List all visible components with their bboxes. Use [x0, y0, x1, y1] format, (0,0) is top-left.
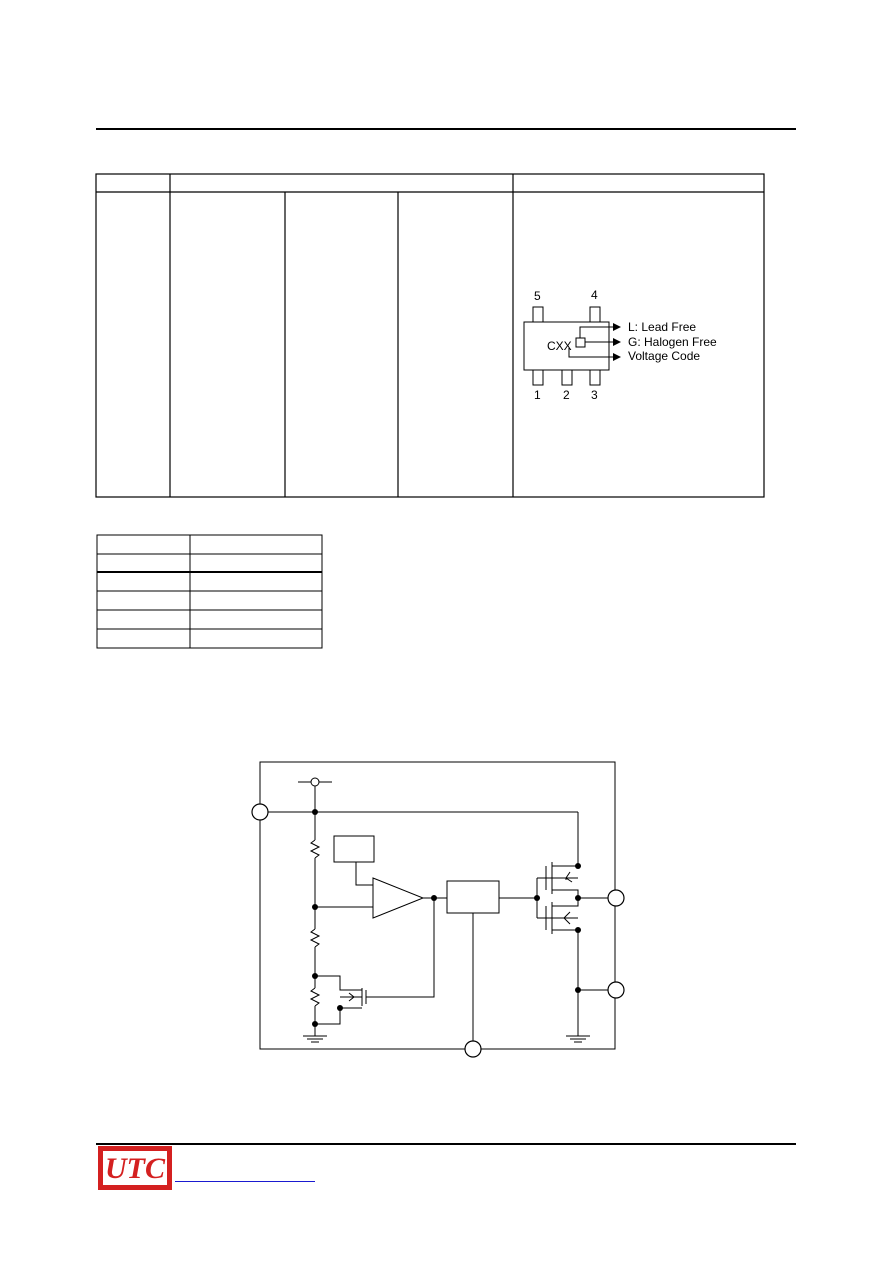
terminal-vin	[251, 803, 269, 821]
utc-logo: UTC	[98, 1146, 172, 1190]
pin-label-2: 2	[563, 388, 570, 402]
pin-label-4: 4	[591, 288, 598, 302]
arrow-head	[613, 338, 621, 346]
terminal-out	[607, 889, 625, 907]
website-link[interactable]	[175, 1181, 315, 1182]
marking-diagram	[523, 306, 621, 386]
header-rule	[96, 128, 796, 130]
pin-label-1: 1	[534, 388, 541, 402]
terminal-bottom	[464, 1040, 482, 1058]
voltage-code-table	[96, 534, 323, 649]
block-diagram	[251, 761, 625, 1058]
lead-free-label: L: Lead Free	[628, 320, 697, 334]
lead-1	[532, 369, 544, 386]
terminal-gnd	[607, 981, 625, 999]
arrow-head	[613, 323, 621, 331]
lead-3	[589, 369, 601, 386]
pin-label-3: 3	[591, 388, 598, 402]
pin-label-5: 5	[534, 289, 541, 303]
comparator	[372, 877, 425, 919]
reference-block	[333, 835, 375, 863]
arrow-head	[613, 353, 621, 361]
footer-rule	[96, 1143, 796, 1145]
table-border	[95, 173, 765, 498]
arrow-voltage-line	[568, 348, 614, 358]
lead-2	[561, 369, 573, 386]
logo-text: UTC	[105, 1152, 165, 1185]
package-body	[523, 321, 610, 371]
logic-block	[446, 880, 500, 914]
ordering-table	[95, 173, 765, 498]
halogen-free-label: G: Halogen Free	[628, 335, 717, 349]
marking-code: CXX	[547, 339, 572, 353]
voltage-code-label: Voltage Code	[628, 349, 701, 363]
